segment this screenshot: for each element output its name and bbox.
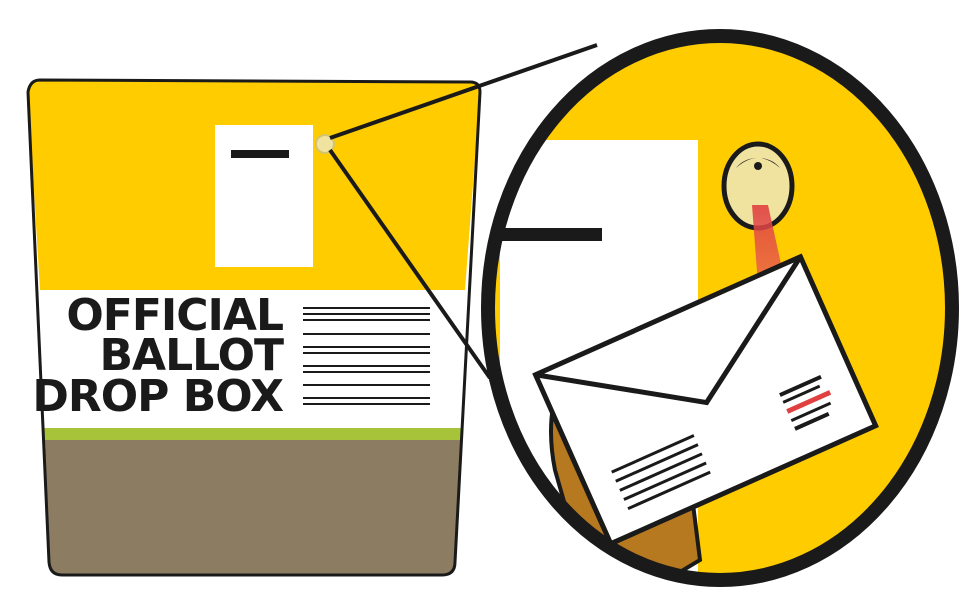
- drop-box-base: [45, 440, 461, 575]
- drop-box-slot-panel: [215, 125, 313, 267]
- drop-box: OFFICIAL BALLOT DROP BOX: [28, 80, 480, 575]
- drop-box-slot: [231, 150, 289, 158]
- label-line-drop-box: DROP BOX: [32, 371, 284, 422]
- zoom-slot: [490, 228, 602, 241]
- magnifier-circle: [488, 36, 952, 603]
- drop-box-stripe: [44, 428, 462, 440]
